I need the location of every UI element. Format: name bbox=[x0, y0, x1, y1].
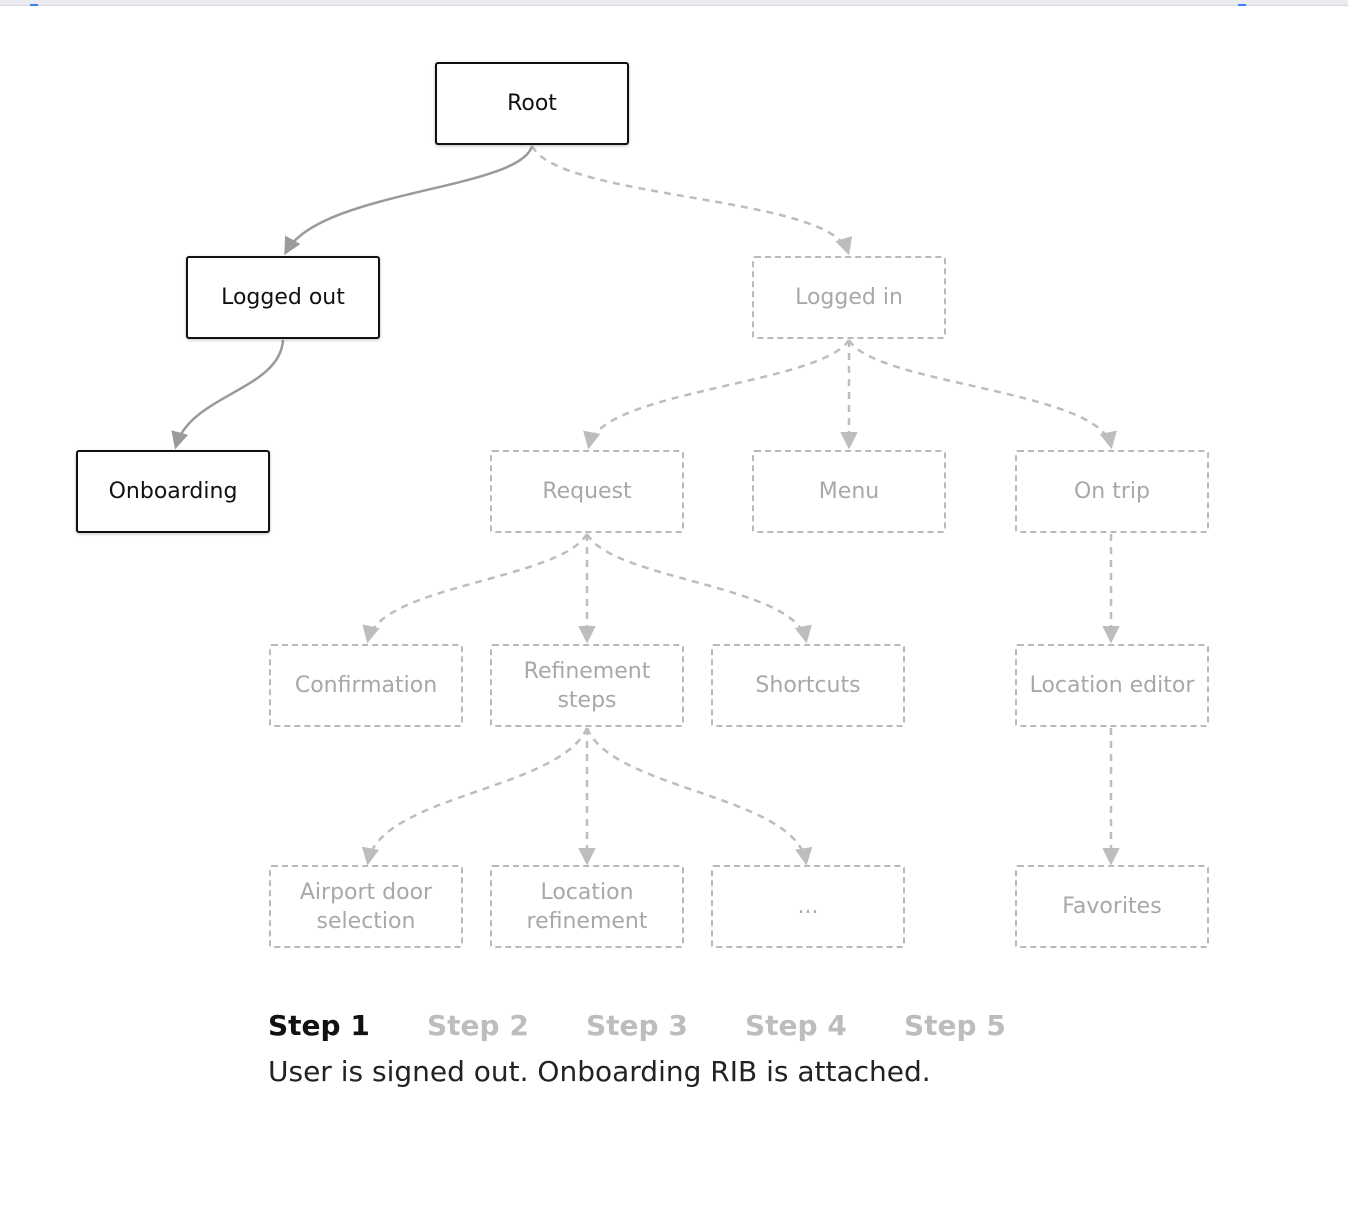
step-tab-1[interactable]: Step 1 bbox=[268, 1009, 370, 1042]
step-tab-4[interactable]: Step 4 bbox=[745, 1009, 847, 1042]
step-caption: User is signed out. Onboarding RIB is at… bbox=[268, 1055, 931, 1088]
edge-request-shortcuts bbox=[585, 533, 812, 644]
step-tab-5[interactable]: Step 5 bbox=[904, 1009, 1006, 1042]
node-refinement-steps: Refinement steps bbox=[490, 644, 684, 727]
node-onboarding: Onboarding bbox=[76, 450, 270, 533]
node-favorites: Favorites bbox=[1015, 865, 1209, 948]
step-tab-2[interactable]: Step 2 bbox=[427, 1009, 529, 1042]
edge-logged-in-request bbox=[583, 339, 851, 450]
node-menu: Menu bbox=[752, 450, 946, 533]
node-shortcuts: Shortcuts bbox=[711, 644, 905, 727]
edge-root-logged-in bbox=[530, 145, 853, 256]
node-logged-out: Logged out bbox=[186, 256, 380, 339]
edge-refinement-more bbox=[585, 727, 813, 866]
edge-refinement-airport bbox=[361, 727, 589, 866]
node-location-refinement: Location refinement bbox=[490, 865, 684, 948]
edge-root-logged-out bbox=[284, 145, 534, 256]
edge-request-confirmation bbox=[362, 533, 589, 644]
node-more: ... bbox=[711, 865, 905, 948]
rib-tree-diagram: Root Logged out Onboarding Logged in Req… bbox=[76, 62, 1209, 948]
node-airport-door-selection: Airport door selection bbox=[269, 865, 463, 948]
diagram-edges bbox=[171, 145, 1120, 866]
node-confirmation: Confirmation bbox=[269, 644, 463, 727]
node-location-editor: Location editor bbox=[1015, 644, 1209, 727]
node-root: Root bbox=[435, 62, 629, 145]
step-tabs: Step 1 Step 2 Step 3 Step 4 Step 5 bbox=[268, 1006, 1063, 1046]
step-tab-3[interactable]: Step 3 bbox=[586, 1009, 688, 1042]
node-on-trip: On trip bbox=[1015, 450, 1209, 533]
edge-logged-in-on-trip bbox=[847, 339, 1117, 450]
node-request: Request bbox=[490, 450, 684, 533]
window-top-strip bbox=[0, 0, 1348, 6]
right-marker-icon bbox=[1238, 0, 1246, 6]
node-logged-in: Logged in bbox=[752, 256, 946, 339]
left-marker-icon bbox=[30, 0, 38, 6]
edge-logged-out-onboarding bbox=[171, 339, 285, 450]
